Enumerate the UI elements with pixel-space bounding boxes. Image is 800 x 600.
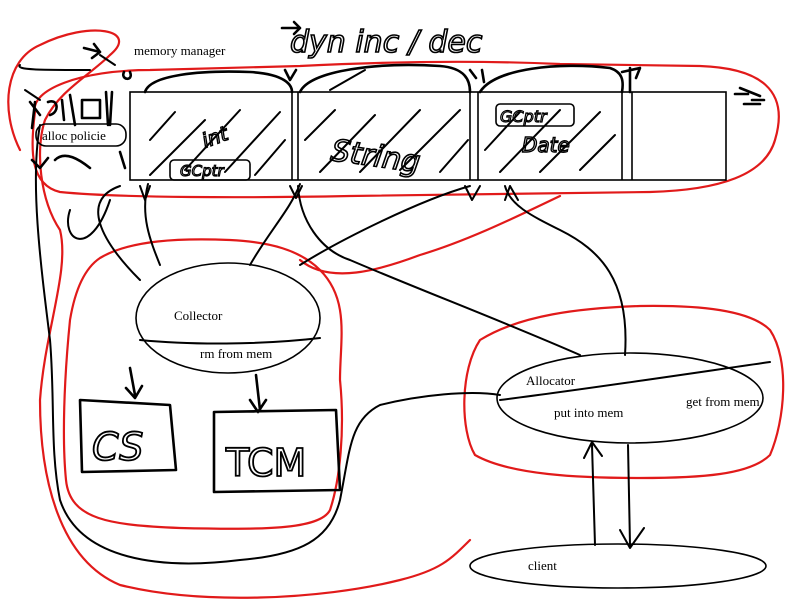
wire-collector-to-date [299, 185, 471, 266]
alloc-policies-box [35, 123, 127, 147]
client-label: client [528, 558, 557, 573]
tcm-box [212, 373, 342, 494]
collector-divider [139, 337, 321, 345]
wire-collector-to-string [249, 183, 301, 266]
alloc-policies-area: alloc policie [28, 90, 127, 170]
slot-markers [122, 68, 486, 84]
collector-group: Collector rm from mem CS TCM [78, 262, 342, 494]
slot-string-hatching [304, 69, 469, 173]
collector-label: Collector [174, 308, 223, 323]
wire-collector-to-int [144, 183, 161, 266]
allocator-label: Allocator [526, 373, 576, 388]
memory-manager-label: memory manager [134, 43, 226, 58]
hand-dyn-inc-dec: dyn inc / dec [290, 25, 483, 60]
cs-box [78, 366, 178, 474]
dyn-arrow [280, 20, 302, 36]
slot-int-hatching [149, 109, 286, 176]
gcptr-box-int [169, 159, 251, 181]
get-from-mem-label: get from mem [686, 394, 760, 409]
right-scribbles [122, 66, 766, 106]
hand-tcm: TCM [225, 441, 306, 485]
top-arc [143, 63, 624, 94]
hand-int: int [199, 121, 233, 153]
allocator-divider [499, 361, 771, 401]
right-scribble [620, 66, 766, 106]
wire-collector-loop [67, 185, 141, 281]
allocator-group: Allocator put into mem get from mem [496, 352, 771, 444]
collector-outline [62, 238, 344, 530]
memory-slots-frame [129, 91, 727, 181]
memory-manager-panel [129, 63, 727, 181]
client-group: client [469, 441, 767, 589]
hand-string: String [329, 133, 423, 180]
rm-from-mem-label: rm from mem [200, 346, 272, 361]
alloc-policies-label: alloc policie [42, 128, 106, 143]
hand-gcptr-2: GCptr [500, 107, 548, 126]
left-scribble [28, 90, 127, 170]
memory-manager-outline [31, 60, 780, 199]
allocator-outline [463, 304, 785, 480]
slot-date-hatching [484, 109, 616, 173]
hand-cs: CS [92, 425, 143, 469]
client-ellipse [469, 543, 767, 589]
hand-gcptr-1: GCptr [180, 162, 225, 180]
collector-ellipse [135, 262, 321, 374]
handwritten-labels: dyn inc / dec int GCptr String GCptr Dat… [169, 20, 575, 181]
wire-top-loop [18, 54, 116, 101]
wire-allocator-to-string [297, 185, 581, 356]
put-into-mem-label: put into mem [554, 405, 623, 420]
link-outline [298, 194, 562, 275]
hand-date: Date [522, 133, 570, 157]
allocator-to-client-down [619, 444, 645, 549]
connections [18, 54, 627, 565]
red-outlines [7, 29, 785, 599]
wire-inner-arrows [139, 185, 519, 201]
memory-manager-arrow [82, 42, 102, 60]
wire-allocator-to-date [504, 185, 627, 356]
system-outline [7, 29, 472, 599]
gcptr-box-date [495, 103, 575, 127]
client-to-allocator-up [583, 441, 603, 546]
wire-left-loop [34, 124, 501, 565]
allocator-ellipse [496, 352, 764, 444]
